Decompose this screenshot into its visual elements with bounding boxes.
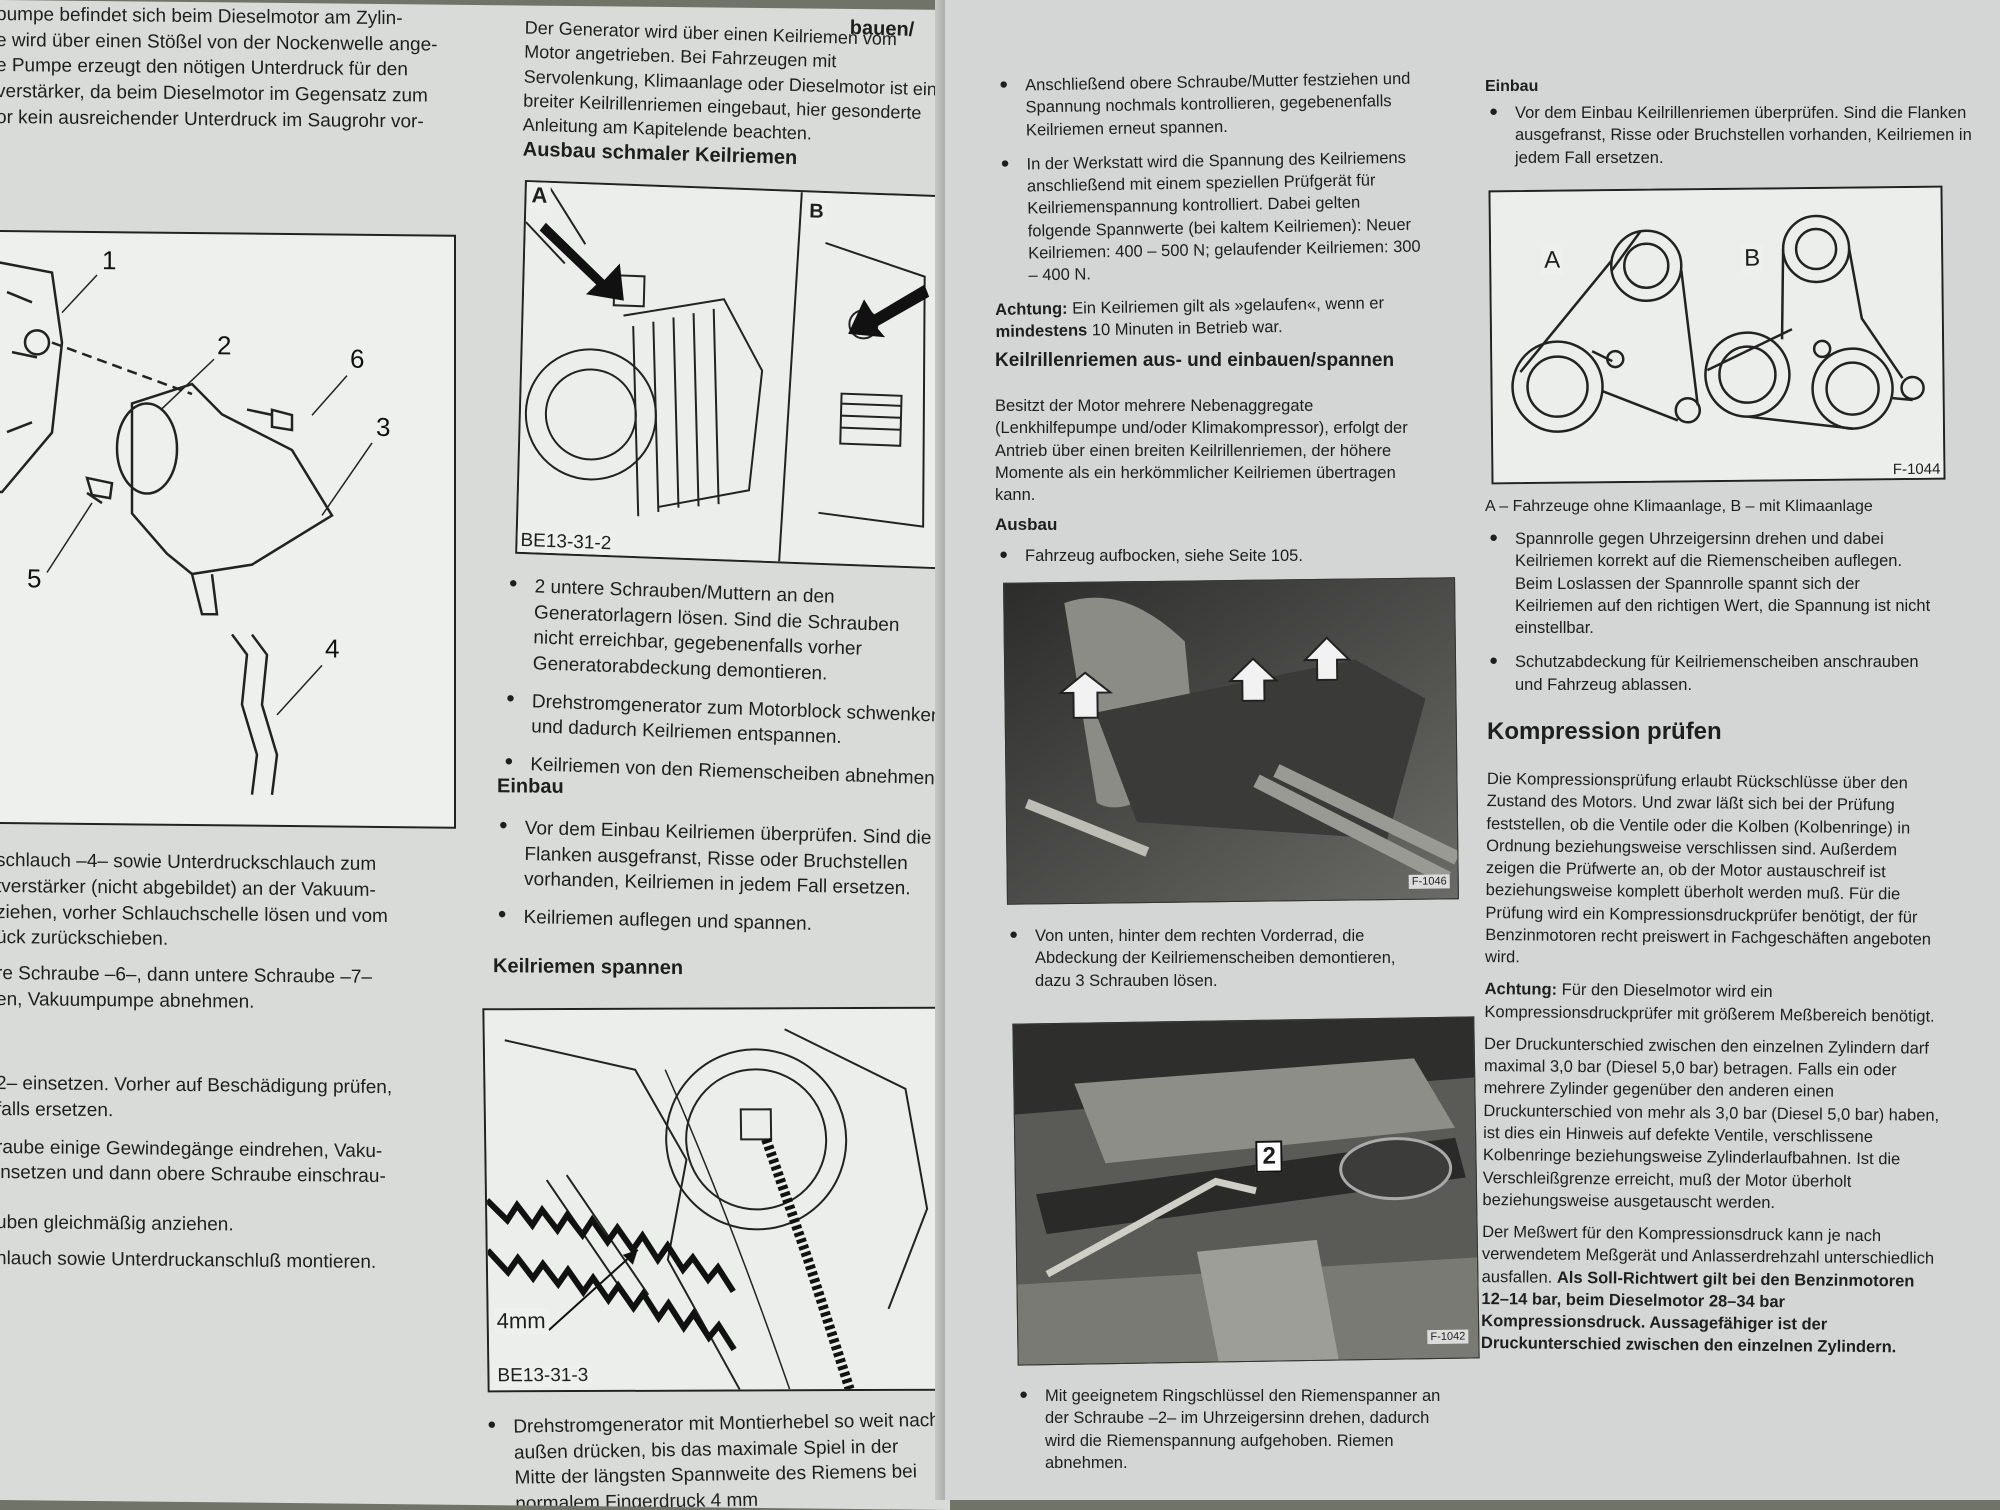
left-col1-top: pumpe befindet sich beim Dieselmotor am … [0, 2, 466, 135]
heading-einbau: Einbau [497, 775, 564, 798]
bullet-item: In der Werkstatt wird die Spannung des K… [996, 146, 1423, 287]
pump-callout-1: 1 [102, 245, 116, 275]
fig1-label-a: A [528, 182, 551, 209]
note-bold: mindestens [995, 322, 1088, 342]
fig3-caption: A – Fahrzeuge ohne Klimaanlage, B – mit … [1485, 498, 1873, 515]
fig3-label-b: B [1741, 244, 1764, 273]
generator-intro: Der Generator wird über einen Keilriemen… [522, 17, 938, 144]
spannrolle-bullets: Spannrolle gegen Uhrzeigersinn drehen un… [1485, 528, 1940, 708]
text-line: uben gleichmäßig anziehen. [0, 1212, 234, 1236]
belt-tension-drawing [484, 1008, 950, 1391]
spannung-bullets: Anschließend obere Schraube/Mutter festz… [995, 68, 1424, 288]
pump-callout-4: 4 [325, 633, 339, 663]
kompression-p1: Die Kompressionsprüfung erlaubt Rückschl… [1484, 769, 1932, 967]
ausbau-bullets: 2 untere Schrauben/Muttern an den Genera… [500, 573, 945, 804]
keilrillen-intro: Besitzt der Motor mehrere Nebenaggregate… [995, 397, 1408, 505]
kompression-p3: Der Druckunterschied zwischen den einzel… [1482, 1034, 1940, 1212]
photo1-code: F-1046 [1408, 874, 1450, 889]
text-line: ück zurückschieben. [0, 927, 169, 951]
einbau-bullets: Vor dem Einbau Keilriemen überprüfen. Si… [493, 815, 950, 953]
photo2-bullet: Mit geeignetem Ringschlüssel den Riemens… [1015, 1385, 1445, 1486]
bullet-item: Drehstromgenerator zum Motorblock schwen… [501, 688, 942, 755]
pump-callout-3: 3 [376, 412, 390, 442]
bullet-item: Fahrzeug aufbocken, siehe Seite 105. [995, 545, 1420, 567]
heading-einbau-rillen: Einbau [1485, 78, 1539, 95]
vacuum-pump-figure: 1 2 6 3 5 4 [0, 229, 456, 829]
bullet-item: Vor dem Einbau Keilrillenriemen überprüf… [1485, 102, 1985, 169]
einbau-rillen-bullet: Vor dem Einbau Keilrillenriemen überprüf… [1485, 102, 1985, 169]
text-line: en, Vakuumpumpe abnehmen. [0, 989, 255, 1013]
bullet-item: Mit geeignetem Ringschlüssel den Riemens… [1015, 1385, 1445, 1474]
kompression-p2: Achtung: Für den Dieselmotor wird ein Ko… [1484, 978, 1944, 1027]
bullet-item: Keilriemen von den Riemenscheiben abnehm… [500, 751, 940, 792]
right-col3: Anschließend obere Schraube/Mutter festz… [995, 70, 1480, 1472]
figure-f-1044: A B F-1044 [1488, 185, 1946, 485]
note-text: Ein Keilriemen gilt als »gelaufen«, wenn… [1067, 294, 1385, 319]
bullet-item: Keilriemen auflegen und spannen. [493, 904, 948, 941]
fig1-label-b: B [806, 200, 828, 225]
bullet-item: Vor dem Einbau Keilriemen überprüfen. Si… [494, 815, 950, 903]
figure-be13-31-3: 4mm BE13-31-3 [482, 1006, 950, 1393]
spannen-bullets: Drehstromgenerator mit Montierhebel so w… [483, 1408, 946, 1510]
text-line: hlauch sowie Unterdruckanschluß montiere… [0, 1248, 377, 1274]
bullet-item: 2 untere Schrauben/Muttern an den Genera… [502, 573, 944, 691]
left-page: pumpe befindet sich beim Dieselmotor am … [0, 0, 950, 1510]
fig3-label-a: A [1541, 246, 1564, 275]
tensioner-photo [1013, 1017, 1479, 1365]
bullet-item: Schutzabdeckung für Keilriemenscheiben a… [1485, 651, 1940, 696]
heading-keilriemen-spannen: Keilriemen spannen [493, 955, 684, 980]
kompression-p4: Der Meßwert für den Kompressionsdruck ka… [1481, 1221, 1942, 1359]
right-col4: Einbau Vor dem Einbau Keilrillenriemen ü… [1481, 78, 1985, 1357]
vacuum-pump-drawing: 1 2 6 3 5 4 [0, 245, 390, 796]
text-line: insetzen und dann obere Schraube einschr… [0, 1162, 386, 1188]
note-label: Achtung: [995, 300, 1068, 320]
fig2-code: BE13-31-3 [494, 1364, 592, 1388]
aufbocken-bullet: Fahrzeug aufbocken, siehe Seite 105. [995, 545, 1420, 579]
photo1-bullet: Von unten, hinter dem rechten Vorderrad,… [1005, 925, 1435, 1004]
kompression-text: Die Kompressionsprüfung erlaubt Rückschl… [1481, 768, 1947, 1369]
left-col1-bottom: schlauch –4– sowie Unterdruckschlauch zu… [0, 848, 466, 1277]
text-line: or kein ausreichender Unterdruck im Saug… [0, 106, 424, 132]
generator-drawing [517, 182, 950, 568]
photo2-code: F-1042 [1427, 1329, 1469, 1345]
belt-routing-drawing [1490, 187, 1944, 483]
pump-callout-2: 2 [217, 330, 231, 360]
heading-kompression-pruefen: Kompression prüfen [1487, 718, 1722, 745]
p2-label: Achtung: [1484, 980, 1558, 1000]
fig1-code: BE13-31-2 [517, 529, 615, 556]
bullet-item: Drehstromgenerator mit Montierhebel so w… [483, 1408, 946, 1510]
heading-ausbau: Ausbau [995, 515, 1058, 534]
pump-callout-5: 5 [27, 563, 41, 593]
fig3-code: F-1044 [1889, 460, 1944, 479]
note-text-end: 10 Minuten in Betrieb war. [1087, 318, 1283, 341]
bullet-item: Anschließend obere Schraube/Mutter festz… [995, 68, 1421, 142]
bullet-item: Von unten, hinter dem rechten Vorderrad,… [1005, 925, 1435, 992]
left-col2: bauen/ Der Generator wird über einen Kei… [482, 5, 950, 1510]
heading-keilrillenriemen: Keilrillenriemen aus- und einbauen/spann… [995, 350, 1395, 371]
text-line: falls ersetzen. [0, 1098, 114, 1121]
photo-f-1042: 2 F-1042 [1012, 1016, 1480, 1366]
pump-callout-6: 6 [350, 344, 364, 374]
fig2-measure: 4mm [493, 1308, 549, 1335]
figure-be13-31-2: A B BE13-31-2 [515, 179, 950, 570]
bullet-item: Spannrolle gegen Uhrzeigersinn drehen un… [1485, 528, 1940, 639]
photo-f-1046: F-1046 [1003, 577, 1459, 905]
right-page: Anschließend obere Schraube/Mutter festz… [945, 0, 2000, 1500]
achtung-note: Achtung: Ein Keilriemen gilt als »gelauf… [995, 292, 1421, 344]
photo2-callout: 2 [1255, 1140, 1284, 1173]
underbody-photo [1004, 578, 1459, 904]
